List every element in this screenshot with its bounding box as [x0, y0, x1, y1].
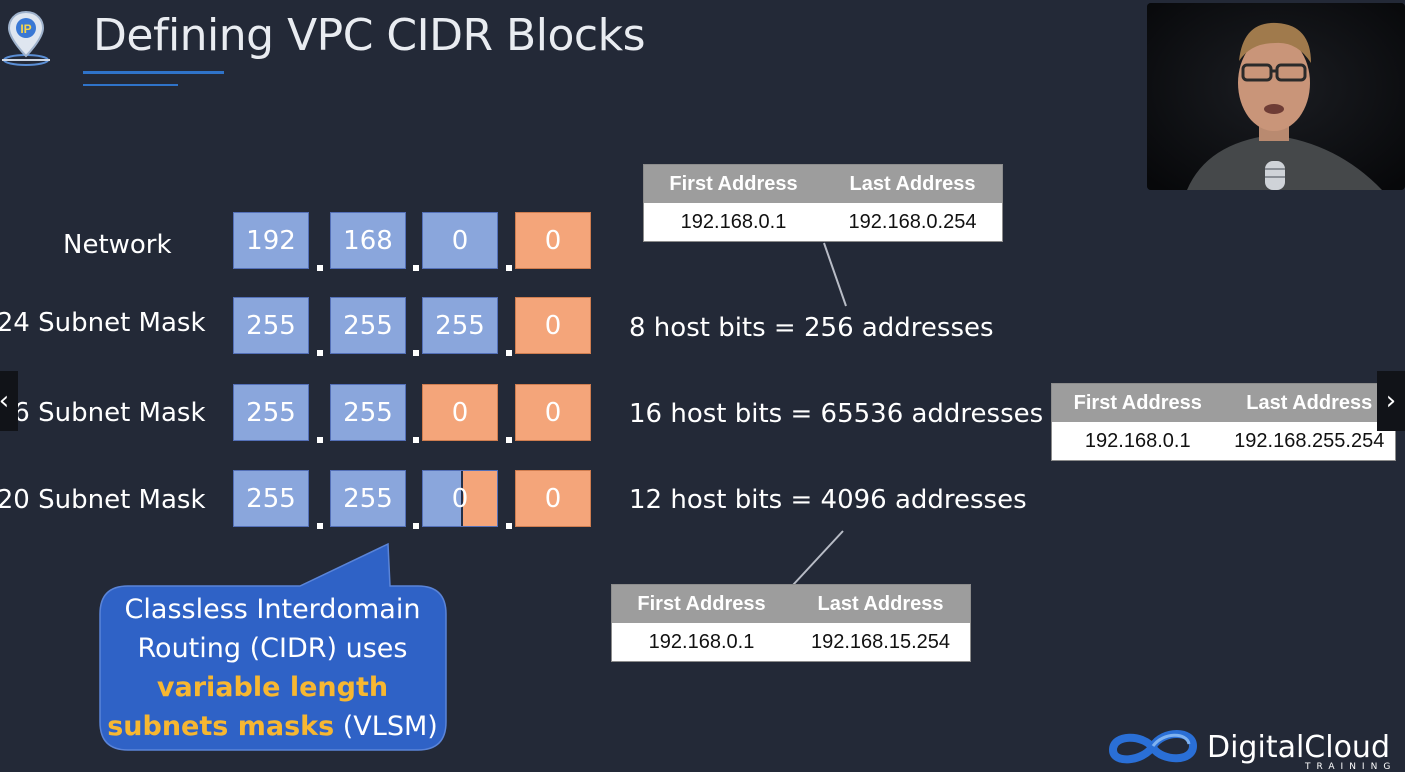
header-first-address: First Address — [1073, 391, 1202, 414]
mask16-octet-1: 255 — [233, 384, 309, 441]
octet-dot — [317, 265, 323, 271]
mask20-octet-2: 255 — [330, 470, 406, 527]
network-octet-1: 192 — [233, 212, 309, 269]
address-table-24: First Address Last Address 192.168.0.1 1… — [643, 164, 1003, 242]
brand-subtitle: TRAINING — [1305, 762, 1397, 772]
callout-text: Classless Interdomain Routing (CIDR) use… — [100, 586, 445, 749]
mask16-octet-2: 255 — [330, 384, 406, 441]
first-address: 192.168.0.1 — [680, 210, 787, 233]
last-address: 192.168.255.254 — [1234, 429, 1385, 452]
mask16-octet-3: 0 — [422, 384, 498, 441]
row-label-network: Network — [63, 230, 172, 260]
last-address: 192.168.0.254 — [848, 210, 977, 233]
host-bits-16: 16 host bits = 65536 addresses — [629, 399, 1044, 429]
chevron-left-icon: ‹ — [0, 386, 9, 416]
mask24-octet-3: 255 — [422, 297, 498, 354]
octet-dot — [506, 350, 512, 356]
mask20-octet-1: 255 — [233, 470, 309, 527]
mask24-octet-1: 255 — [233, 297, 309, 354]
mask20-octet-4: 0 — [515, 470, 591, 527]
host-bits-24: 8 host bits = 256 addresses — [629, 313, 994, 343]
mask16-octet-4: 0 — [515, 384, 591, 441]
address-table-16: First Address Last Address 192.168.0.1 1… — [1051, 383, 1396, 461]
presenter-video — [1147, 3, 1405, 190]
callout-highlight-2: subnets masks — [107, 711, 335, 742]
title-underline — [83, 71, 224, 74]
row-label-20: /20 Subnet Mask — [0, 485, 206, 515]
octet-dot — [413, 523, 419, 529]
digitalcloud-logo-icon — [1108, 730, 1198, 764]
presenter-image — [1147, 3, 1405, 190]
octet-dot — [317, 437, 323, 443]
first-address: 192.168.0.1 — [648, 630, 755, 653]
mask24-octet-2: 255 — [330, 297, 406, 354]
octet-dot — [413, 350, 419, 356]
network-octet-4: 0 — [515, 212, 591, 269]
row-label-24: /24 Subnet Mask — [0, 308, 206, 338]
callout-line-4: subnets masks (VLSM) — [100, 707, 445, 746]
octet-dot — [317, 523, 323, 529]
callout-line-1: Classless Interdomain — [124, 594, 421, 625]
last-address: 192.168.15.254 — [810, 630, 951, 653]
title-underline-secondary — [83, 84, 178, 86]
octet-dot — [413, 265, 419, 271]
next-slide-button[interactable]: › — [1377, 371, 1405, 431]
callout-suffix: (VLSM) — [334, 711, 438, 742]
header-first-address: First Address — [637, 592, 766, 615]
previous-slide-button[interactable]: ‹ — [0, 371, 18, 431]
logo-text: IP — [20, 22, 31, 36]
brand-name: DigitalCloud — [1207, 730, 1390, 765]
address-table-20: First Address Last Address 192.168.0.1 1… — [611, 584, 971, 662]
ip-logo-icon: IP — [2, 10, 50, 66]
chevron-right-icon: › — [1385, 386, 1397, 416]
callout-highlight-1: variable length — [156, 672, 389, 703]
slide-title: Defining VPC CIDR Blocks — [93, 10, 646, 61]
mask20-octet-3-split: 0 — [422, 470, 498, 527]
header-first-address: First Address — [669, 172, 798, 195]
octet-dot — [506, 265, 512, 271]
network-octet-2: 168 — [330, 212, 406, 269]
header-last-address: Last Address — [849, 172, 976, 195]
first-address: 192.168.0.1 — [1084, 429, 1191, 452]
mask24-octet-4: 0 — [515, 297, 591, 354]
octet-dot — [506, 437, 512, 443]
octet-dot — [506, 523, 512, 529]
header-last-address: Last Address — [1246, 391, 1373, 414]
callout-line-2: Routing (CIDR) uses — [137, 633, 408, 664]
network-octet-3: 0 — [422, 212, 498, 269]
octet-dot — [317, 350, 323, 356]
header-last-address: Last Address — [817, 592, 944, 615]
octet-dot — [413, 437, 419, 443]
row-label-16: /16 Subnet Mask — [0, 398, 206, 428]
host-bits-20: 12 host bits = 4096 addresses — [629, 485, 1027, 515]
